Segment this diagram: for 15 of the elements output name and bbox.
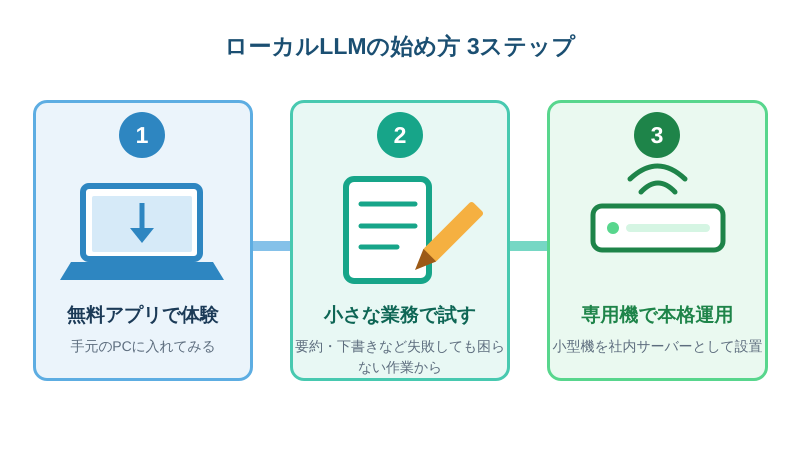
connector-bar — [510, 241, 547, 251]
step-description: 要約・下書きなど失敗しても困らない作業から — [294, 337, 506, 377]
number-badge: 2 — [377, 112, 423, 158]
connector-bar — [253, 241, 290, 251]
number-badge: 3 — [634, 112, 680, 158]
diagram-title: ローカルLLMの始め方 3ステップ — [224, 32, 576, 61]
number-badge: 1 — [119, 112, 165, 158]
step-card — [290, 100, 510, 381]
step-heading: 小さな業務で試す — [324, 304, 476, 328]
step-description: 手元のPCに入れてみる — [70, 337, 216, 356]
step-heading: 専用機で本格運用 — [582, 304, 734, 328]
step-heading: 無料アプリで体験 — [67, 304, 219, 328]
step-card — [547, 100, 768, 381]
step-card — [33, 100, 253, 381]
step-description: 小型機を社内サーバーとして設置 — [552, 337, 762, 356]
